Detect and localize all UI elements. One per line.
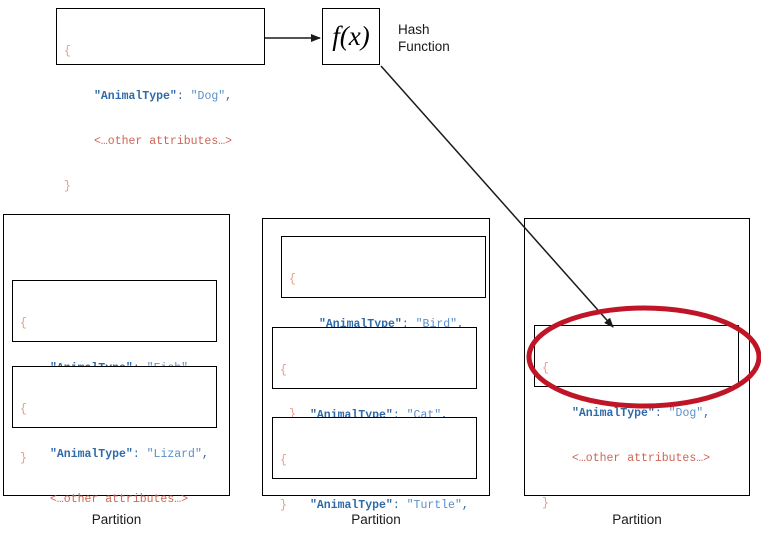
- json-open-brace: {: [280, 454, 287, 467]
- json-colon: :: [654, 407, 662, 420]
- json-colon: :: [392, 499, 400, 512]
- json-colon: :: [392, 409, 400, 422]
- json-key: "AnimalType": [50, 448, 133, 461]
- json-open-brace: {: [20, 403, 27, 416]
- json-close-brace: }: [280, 499, 287, 512]
- partition-2-record-bird: { "AnimalType": "Bird", <…other attribut…: [281, 236, 486, 421]
- input-json-record: { "AnimalType": "Dog", <…other attribute…: [56, 8, 265, 193]
- json-attributes-line: <…other attributes…>: [572, 452, 711, 465]
- partition-1-record-fish: { "AnimalType": "Fish", <…other attribut…: [12, 280, 217, 465]
- json-comma: ,: [441, 409, 449, 422]
- json-close-brace: }: [289, 408, 296, 421]
- json-comma: ,: [201, 448, 209, 461]
- json-key: "AnimalType": [310, 499, 393, 512]
- partition-3-record-dog: { "AnimalType": "Dog", <…other attribute…: [534, 325, 739, 510]
- json-key-value-line: "AnimalType": "Turtle",: [280, 498, 470, 513]
- partition-2-record-cat: { "AnimalType": "Cat", <…other attribute…: [272, 327, 477, 512]
- json-value: "Dog": [190, 90, 226, 103]
- json-open-brace: {: [289, 273, 296, 286]
- json-key-value-line: "AnimalType": "Dog",: [64, 89, 258, 104]
- json-comma: ,: [225, 90, 233, 103]
- json-close-brace: }: [542, 497, 549, 510]
- partition-2-record-turtle: { "AnimalType": "Turtle", <…other attrib…: [272, 417, 477, 512]
- hash-function-box: f(x): [322, 8, 380, 65]
- json-comma: ,: [461, 499, 469, 512]
- hash-function-label: f(x): [332, 21, 370, 51]
- json-comma: ,: [703, 407, 711, 420]
- json-key-value-line: "AnimalType": "Dog",: [542, 406, 732, 421]
- json-open-brace: {: [542, 362, 549, 375]
- partition-3-label: Partition: [612, 512, 662, 527]
- json-attributes-line: <…other attributes…>: [50, 493, 189, 506]
- json-open-brace: {: [20, 317, 27, 330]
- json-colon: :: [176, 90, 184, 103]
- json-value: "Lizard": [146, 448, 202, 461]
- json-key: "AnimalType": [572, 407, 655, 420]
- json-close-brace: }: [20, 452, 27, 465]
- json-attributes-line: <…other attributes…>: [94, 135, 233, 148]
- json-close-brace: }: [64, 180, 71, 193]
- partition-1-box: [3, 214, 230, 496]
- partition-1-label: Partition: [91, 512, 142, 527]
- json-value: "Dog": [668, 407, 704, 420]
- partition-1-record-lizard: { "AnimalType": "Lizard", <…other attrib…: [12, 366, 217, 506]
- hash-function-caption: Hash Function: [398, 22, 450, 54]
- json-key-value-line: "AnimalType": "Lizard",: [20, 447, 210, 462]
- json-open-brace: {: [280, 364, 287, 377]
- json-value: "Turtle": [406, 499, 462, 512]
- json-colon: :: [132, 448, 140, 461]
- json-key: "AnimalType": [94, 90, 177, 103]
- partition-2-label: Partition: [351, 512, 401, 527]
- json-open-brace: {: [64, 45, 71, 58]
